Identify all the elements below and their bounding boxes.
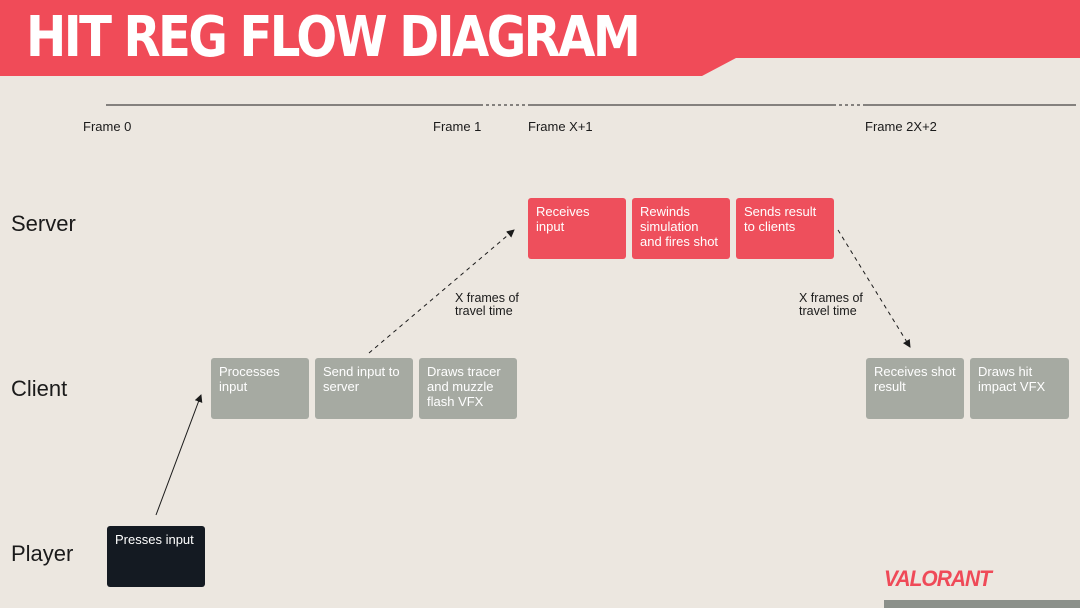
footer-bar — [884, 600, 1080, 608]
page-title: HIT REG FLOW DIAGRAM — [26, 5, 641, 70]
row-label-client: Client — [11, 376, 68, 401]
frame-label-x1: Frame X+1 — [528, 119, 593, 134]
travel-note-upstream: X frames of travel time — [455, 291, 519, 318]
server-step-sends-result: Sends result to clients — [736, 198, 834, 259]
travel-note-downstream: X frames of travel time — [799, 291, 863, 318]
server-step-receives-input: Receives input — [528, 198, 626, 259]
server-step-rewinds-simulation: Rewinds simulation and fires shot — [632, 198, 730, 259]
client-step-send-input: Send input to server — [315, 358, 413, 419]
client-step-processes-input: Processes input — [211, 358, 309, 419]
arrow-player-to-client — [155, 394, 203, 516]
frame-label-0: Frame 0 — [83, 119, 132, 134]
client-step-receives-result: Receives shot result — [866, 358, 964, 419]
row-label-server: Server — [11, 211, 76, 236]
row-label-player: Player — [11, 541, 74, 566]
frame-label-2x2: Frame 2X+2 — [865, 119, 937, 134]
valorant-logo: VALORANT — [884, 566, 992, 591]
client-step-draws-hit-vfx: Draws hit impact VFX — [970, 358, 1069, 419]
client-step-draws-tracer: Draws tracer and muzzle flash VFX — [419, 358, 517, 419]
title-banner — [0, 0, 1080, 76]
frame-label-1: Frame 1 — [433, 119, 482, 134]
player-step-presses-input: Presses input — [107, 526, 205, 587]
arrow-server-to-client — [837, 229, 911, 348]
